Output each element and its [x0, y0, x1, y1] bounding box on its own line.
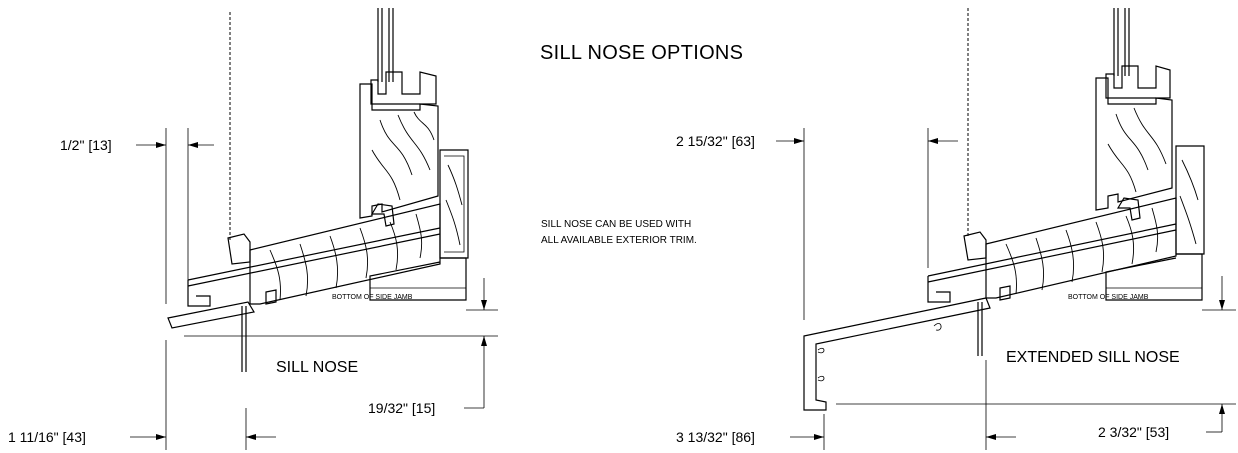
- left-sill: [249, 203, 441, 305]
- right-detail-name: EXTENDED SILL NOSE: [1006, 349, 1180, 366]
- right-glass-sash: [1095, 8, 1173, 211]
- diagram-title: SILL NOSE OPTIONS: [540, 42, 743, 64]
- left-detail-name: SILL NOSE: [276, 359, 358, 376]
- left-dim-bottom-value: 1 11/16" [43]: [8, 429, 86, 445]
- right-dim-top-value: 2 15/32" [63]: [676, 133, 755, 149]
- left-dim-top-value: 1/2" [13]: [60, 137, 112, 153]
- left-jamb-label: BOTTOM OF SIDE JAMB: [332, 294, 413, 301]
- right-extended-sill-nose-extrusion: [803, 223, 1177, 411]
- left-dim-bottom: 1 11/16" [43]: [8, 340, 276, 450]
- left-glass-sash: [359, 8, 439, 219]
- right-dim-bottom: 3 13/32" [86]: [676, 360, 1016, 450]
- left-dim-right: 19/32" [15]: [184, 278, 498, 416]
- right-dim-right: 2 3/32" [53]: [836, 276, 1236, 440]
- left-sill-nose-extrusion: [167, 227, 441, 372]
- right-dim-top: 2 15/32" [63]: [676, 128, 958, 320]
- right-detail: BOTTOM OF SIDE JAMB 2 15/32" [63] 3 13/3…: [676, 8, 1236, 450]
- right-dim-right-value: 2 3/32" [53]: [1098, 424, 1169, 440]
- left-detail: BOTTOM OF SIDE JAMB 1/2" [13] 1 11/16" […: [8, 8, 498, 450]
- right-exterior-trim: [1105, 145, 1205, 301]
- note-line-2: ALL AVAILABLE EXTERIOR TRIM.: [541, 235, 697, 246]
- right-sill: [985, 197, 1177, 299]
- left-dim-right-value: 19/32" [15]: [368, 400, 435, 416]
- left-dim-top: 1/2" [13]: [60, 128, 214, 304]
- note-line-1: SILL NOSE CAN BE USED WITH: [541, 219, 691, 230]
- right-jamb-label: BOTTOM OF SIDE JAMB: [1068, 294, 1149, 301]
- right-dim-bottom-value: 3 13/32" [86]: [676, 429, 755, 445]
